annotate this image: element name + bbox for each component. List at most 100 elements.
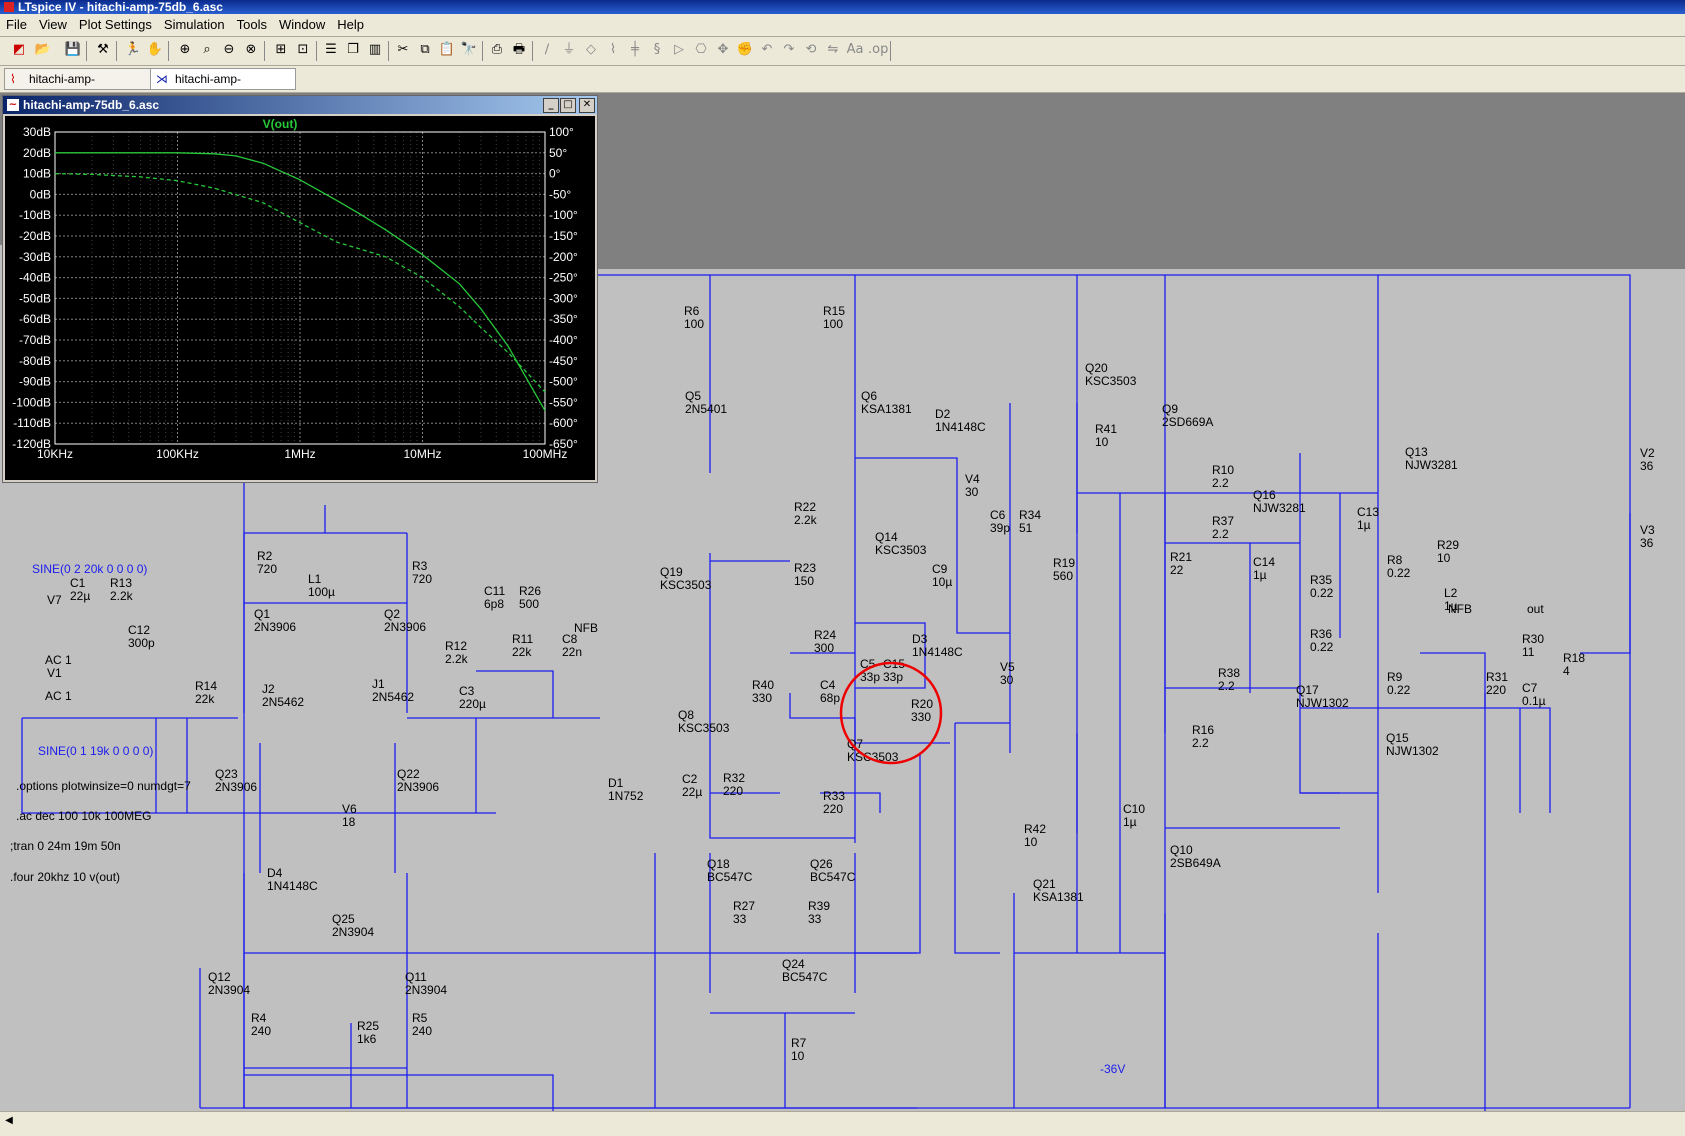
component-ref[interactable]: Q20 (1085, 361, 1108, 375)
component-value[interactable]: 68p (820, 691, 840, 705)
tile-vertical-icon[interactable]: ▥ (368, 42, 382, 57)
menu-view[interactable]: View (38, 17, 67, 32)
component-value[interactable]: 51 (1019, 521, 1033, 535)
menu-plot-settings[interactable]: Plot Settings (78, 17, 152, 32)
component-ref[interactable]: Q24 (782, 957, 805, 971)
menu-simulation[interactable]: Simulation (163, 17, 225, 32)
component-ref[interactable]: R30 (1522, 632, 1544, 646)
component-value[interactable]: 240 (412, 1024, 432, 1038)
run-icon[interactable]: 🏃 (124, 42, 142, 57)
component-value[interactable]: 2.2k (110, 589, 134, 603)
component-ref[interactable]: Q13 (1405, 445, 1428, 459)
component-value[interactable]: 33p (860, 670, 880, 684)
component-ref[interactable]: R16 (1192, 723, 1214, 737)
component-ref[interactable]: R21 (1170, 550, 1192, 564)
component-value[interactable]: 10 (1095, 435, 1109, 449)
component-ref[interactable]: R31 (1486, 670, 1508, 684)
component-ref[interactable]: C1 (70, 576, 86, 590)
component-value[interactable]: 22µ (682, 785, 702, 799)
component-ref[interactable]: Q25 (332, 912, 355, 926)
component-ref[interactable]: C13 (1357, 505, 1379, 519)
component-ref[interactable]: Q26 (810, 857, 833, 871)
component-ref[interactable]: V1 (47, 666, 62, 680)
component-value[interactable]: BC547C (782, 970, 828, 984)
component-value[interactable]: 100 (684, 317, 704, 331)
component-value[interactable]: 2N3904 (208, 983, 250, 997)
component-value[interactable]: 4 (1563, 664, 1570, 678)
component-value[interactable]: BC547C (810, 870, 856, 884)
schematic-canvas[interactable]: SINE(0 2 20k 0 0 0 0) SINE(0 1 19k 0 0 0… (0, 93, 1685, 1111)
component-value[interactable]: BC547C (707, 870, 753, 884)
component-ref[interactable]: R14 (195, 679, 217, 693)
component-ref[interactable]: R42 (1024, 822, 1046, 836)
component-ref[interactable]: R19 (1053, 556, 1075, 570)
resistor-icon[interactable]: ⌇ (609, 42, 617, 57)
component-ref[interactable]: C9 (932, 562, 948, 576)
text-icon[interactable]: Aa (846, 42, 864, 57)
component-ref[interactable]: AC 1 (45, 653, 72, 667)
ground-icon[interactable]: ⏚ (562, 42, 576, 57)
component-ref[interactable]: C6 (990, 508, 1006, 522)
component-ref[interactable]: Q14 (875, 530, 898, 544)
component-ref[interactable]: R4 (251, 1011, 267, 1025)
zoom-in-icon[interactable]: ⊕ (179, 42, 191, 57)
component-value[interactable]: 330 (752, 691, 772, 705)
horizontal-scrollbar[interactable]: ◀ (0, 1111, 1685, 1130)
component-ref[interactable]: R20 (911, 697, 933, 711)
tab-waveform[interactable]: ⌇hitachi-amp-75db_6.asc (4, 68, 154, 106)
component-value[interactable]: 720 (412, 572, 432, 586)
component-ref[interactable]: Q12 (208, 970, 231, 984)
component-ref[interactable]: R9 (1387, 670, 1403, 684)
component-ref[interactable]: Q19 (660, 565, 683, 579)
component-value[interactable]: KSC3503 (660, 578, 712, 592)
component-ref[interactable]: L1 (308, 572, 322, 586)
component-value[interactable]: 22n (562, 645, 582, 659)
cascade-icon[interactable]: ❐ (347, 42, 359, 57)
component-ref[interactable]: R25 (357, 1019, 379, 1033)
component-ref[interactable]: C12 (128, 623, 150, 637)
component-ref[interactable]: R34 (1019, 508, 1041, 522)
component-value[interactable]: 0.1µ (1522, 694, 1546, 708)
component-value[interactable]: 1N4148C (935, 420, 986, 434)
component-value[interactable]: 22k (512, 645, 532, 659)
component-ref[interactable]: Q2 (384, 607, 400, 621)
component-ref[interactable]: R6 (684, 304, 700, 318)
component-value[interactable]: 220 (1486, 683, 1506, 697)
component-ref[interactable]: R32 (723, 771, 745, 785)
component-value[interactable]: 300p (128, 636, 155, 650)
component-ref[interactable]: Q7 (847, 737, 863, 751)
component-ref[interactable]: V3 (1640, 523, 1655, 537)
component-value[interactable]: 10 (1024, 835, 1038, 849)
diode-icon[interactable]: ▷ (674, 42, 684, 57)
component-ref[interactable]: V6 (342, 802, 357, 816)
component-value[interactable]: 36 (1640, 459, 1654, 473)
component-ref[interactable]: D1 (608, 776, 624, 790)
mark-icon[interactable]: ⊡ (297, 42, 309, 57)
component-value[interactable]: 1µ (1123, 815, 1137, 829)
menu-tools[interactable]: Tools (236, 17, 267, 32)
component-ref[interactable]: R35 (1310, 573, 1332, 587)
component-value[interactable]: 2SD669A (1162, 415, 1213, 429)
drag-icon[interactable]: ✊ (736, 42, 754, 57)
component-value[interactable]: 2.2 (1192, 736, 1209, 750)
component-ref[interactable]: D3 (912, 632, 928, 646)
component-ref[interactable]: Q11 (405, 970, 427, 984)
component-value[interactable]: KSA1381 (1033, 890, 1084, 904)
component-ref[interactable]: R12 (445, 639, 467, 653)
component-ref[interactable]: R15 (823, 304, 845, 318)
component-ref[interactable]: Q21 (1033, 877, 1056, 891)
component-ref[interactable]: R33 (823, 789, 845, 803)
component-ref[interactable]: Q22 (397, 767, 420, 781)
spice-directive-options[interactable]: .options plotwinsize=0 numdgt=7 (16, 779, 191, 793)
component-value[interactable]: 330 (911, 710, 931, 724)
component-ref[interactable]: R22 (794, 500, 816, 514)
component-value[interactable]: 220 (723, 784, 743, 798)
print-icon[interactable]: 🖶 (512, 42, 526, 57)
component-value[interactable]: 2N3906 (254, 620, 296, 634)
component-ref[interactable]: R41 (1095, 422, 1117, 436)
component-ref[interactable]: R27 (733, 899, 755, 913)
save-icon[interactable]: 💾 (64, 42, 82, 57)
component-ref[interactable]: R11 (512, 632, 533, 646)
component-value[interactable]: 39p (990, 521, 1010, 535)
spice-directive-tran[interactable]: ;tran 0 24m 19m 50n (10, 839, 121, 853)
